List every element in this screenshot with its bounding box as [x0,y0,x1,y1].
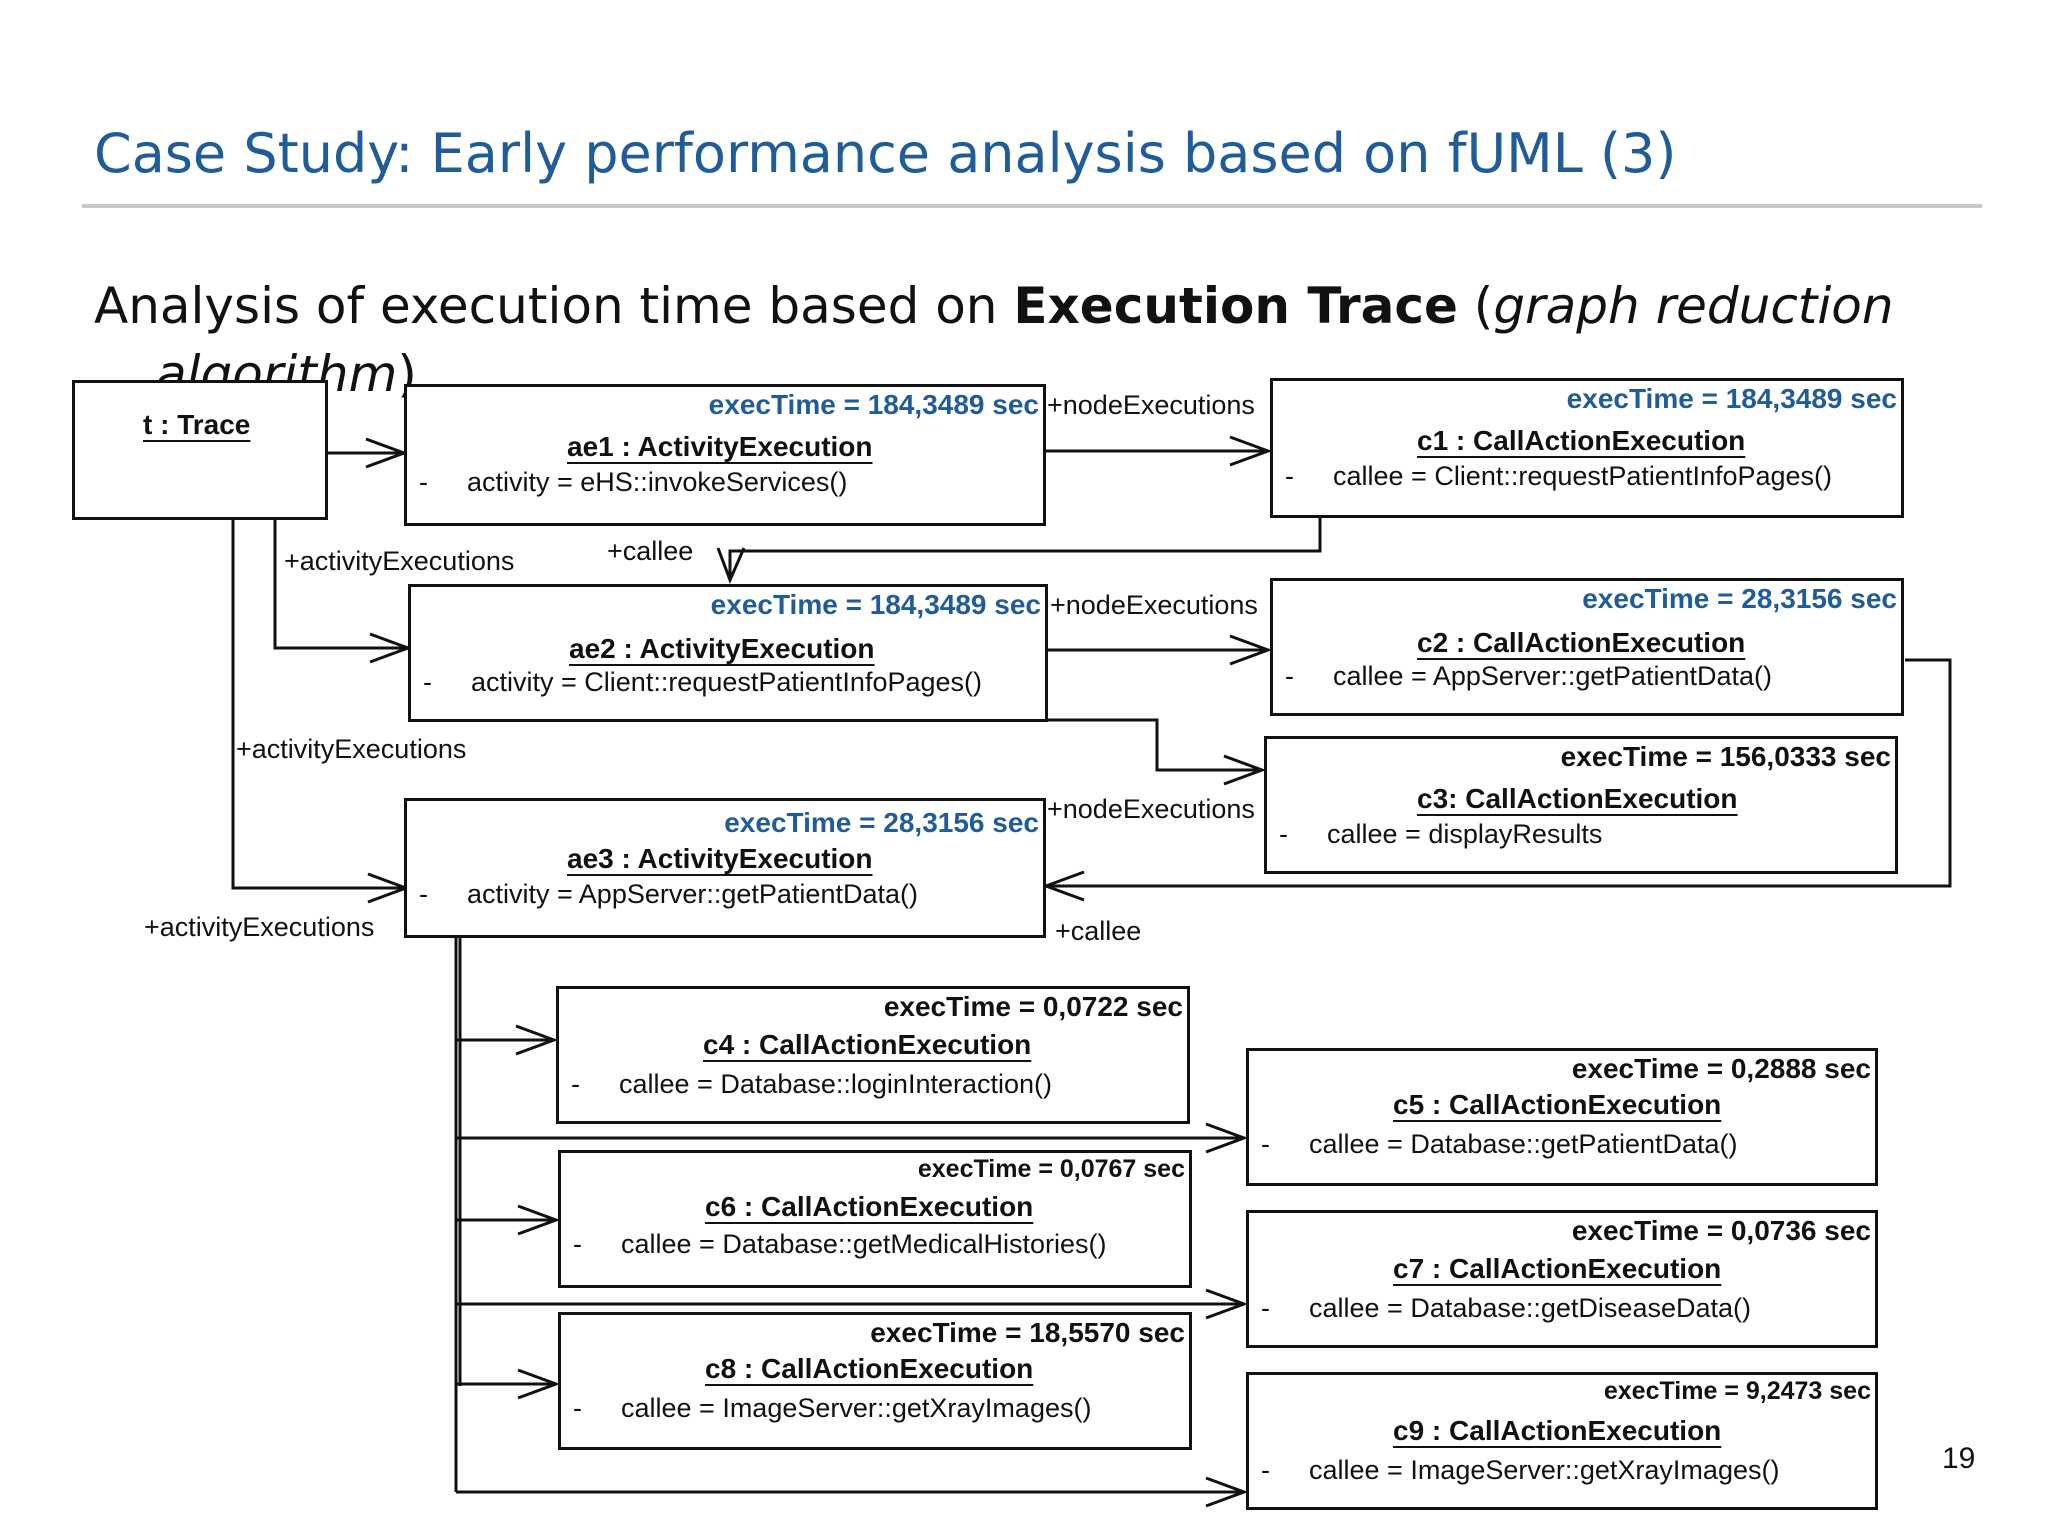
c2-name: c2 : CallActionExecution [1417,627,1746,658]
c7-exec-time: execTime = 0,0736 sec [1571,1215,1871,1246]
ae3-attribute: -activity = AppServer::getPatientData() [419,879,918,909]
subtitle-prefix: Analysis of execution time based on [94,277,1014,335]
subtitle-bold: Execution Trace [1013,277,1458,335]
c6-attribute: -callee = Database::getMedicalHistories(… [573,1229,1107,1259]
c6-exec-time: execTime = 0,0767 sec [917,1155,1185,1183]
c7-attribute: -callee = Database::getDiseaseData() [1261,1293,1751,1323]
c9-attribute: -callee = ImageServer::getXrayImages() [1261,1455,1780,1485]
label-activity-executions-2: +activityExecutions [236,734,467,764]
c7-name: c7 : CallActionExecution [1393,1253,1722,1284]
label-node-executions-3: +nodeExecutions [1047,794,1255,824]
ae1-name: ae1 : ActivityExecution [567,431,873,462]
c6-call-action-execution: execTime = 0,0767 sec c6 : CallActionExe… [558,1150,1192,1288]
ae2-activity-execution: execTime = 184,3489 sec ae2 : ActivityEx… [408,584,1048,722]
c8-call-action-execution: execTime = 18,5570 sec c8 : CallActionEx… [558,1312,1192,1450]
ae3-exec-time: execTime = 28,3156 sec [724,807,1039,838]
c5-name: c5 : CallActionExecution [1393,1089,1722,1120]
c4-name: c4 : CallActionExecution [703,1029,1032,1060]
ae1-exec-time: execTime = 184,3489 sec [708,389,1039,420]
label-callee-1: +callee [607,536,694,566]
ae1-activity-execution: execTime = 184,3489 sec ae1 : ActivityEx… [404,384,1046,526]
c2-attribute: -callee = AppServer::getPatientData() [1285,661,1773,691]
ae2-attribute: -activity = Client::requestPatientInfoPa… [423,667,983,697]
c5-attribute: -callee = Database::getPatientData() [1261,1129,1738,1159]
slide-title: Case Study: Early performance analysis b… [94,122,1677,185]
c1-exec-time: execTime = 184,3489 sec [1566,383,1897,414]
c9-call-action-execution: execTime = 9,2473 sec c9 : CallActionExe… [1246,1372,1878,1510]
ae2-exec-time: execTime = 184,3489 sec [710,589,1041,620]
trace-object: t : Trace [72,380,328,520]
c3-name: c3: CallActionExecution [1417,783,1738,814]
c4-attribute: -callee = Database::loginInteraction() [571,1069,1053,1099]
c5-exec-time: execTime = 0,2888 sec [1571,1053,1871,1084]
c3-exec-time: execTime = 156,0333 sec [1560,741,1891,772]
ae3-name: ae3 : ActivityExecution [567,843,873,874]
c1-attribute: -callee = Client::requestPatientInfoPage… [1285,461,1833,491]
c3-call-action-execution: execTime = 156,0333 sec c3: CallActionEx… [1264,736,1898,874]
c2-exec-time: execTime = 28,3156 sec [1582,583,1897,614]
c9-exec-time: execTime = 9,2473 sec [1603,1377,1871,1405]
c5-call-action-execution: execTime = 0,2888 sec c5 : CallActionExe… [1246,1048,1878,1186]
c4-exec-time: execTime = 0,0722 sec [883,991,1183,1022]
c8-attribute: -callee = ImageServer::getXrayImages() [573,1393,1092,1423]
c4-call-action-execution: execTime = 0,0722 sec c4 : CallActionExe… [556,986,1190,1124]
c6-name: c6 : CallActionExecution [705,1191,1034,1222]
label-activity-executions-3: +activityExecutions [144,912,375,942]
label-callee-2: +callee [1055,916,1142,946]
c1-name: c1 : CallActionExecution [1417,425,1746,456]
subtitle-italic-1: graph reduction [1493,277,1894,335]
c8-exec-time: execTime = 18,5570 sec [870,1317,1185,1348]
slide-subtitle: Analysis of execution time based on Exec… [94,272,1994,408]
label-activity-executions-1: +activityExecutions [284,546,515,576]
subtitle-open: ( [1457,277,1494,335]
ae1-attribute: -activity = eHS::invokeServices() [419,467,848,497]
label-node-executions-2: +nodeExecutions [1050,590,1258,620]
c2-call-action-execution: execTime = 28,3156 sec c2 : CallActionEx… [1270,578,1904,716]
c9-name: c9 : CallActionExecution [1393,1415,1722,1446]
c3-attribute: -callee = displayResults [1279,819,1603,849]
c7-call-action-execution: execTime = 0,0736 sec c7 : CallActionExe… [1246,1210,1878,1348]
trace-name: t : Trace [143,409,251,440]
c8-name: c8 : CallActionExecution [705,1353,1034,1384]
label-node-executions-1: +nodeExecutions [1047,390,1255,420]
ae3-activity-execution: execTime = 28,3156 sec ae3 : ActivityExe… [404,798,1046,938]
title-divider [82,204,1982,208]
ae2-name: ae2 : ActivityExecution [569,633,875,664]
c1-call-action-execution: execTime = 184,3489 sec c1 : CallActionE… [1270,378,1904,518]
page-number: 19 [1942,1442,1976,1475]
